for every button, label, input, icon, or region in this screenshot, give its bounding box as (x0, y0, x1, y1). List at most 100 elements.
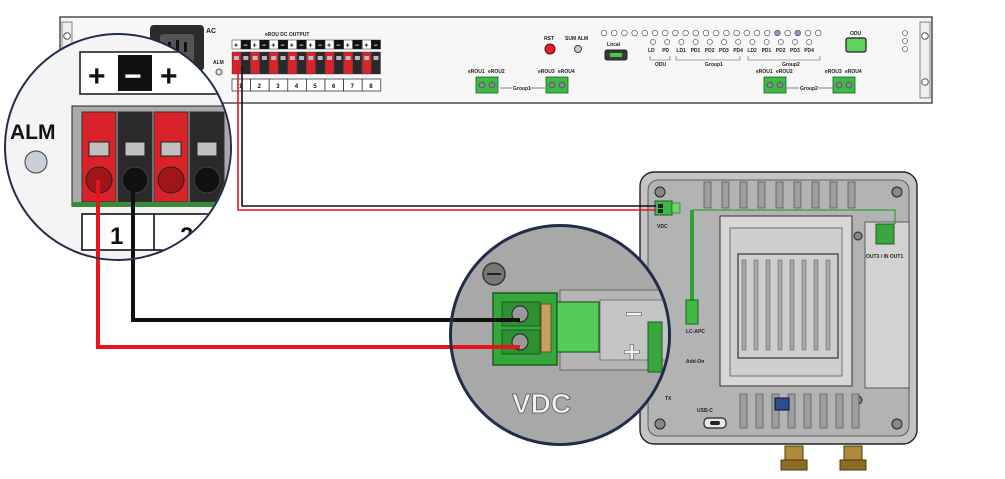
status-led (621, 29, 628, 37)
dc-output-terminal[interactable] (278, 51, 288, 75)
dc-output-terminal[interactable] (241, 51, 251, 75)
dc-output-terminal[interactable] (296, 51, 307, 75)
out-port[interactable] (875, 223, 895, 245)
zoom-polarity-plus-2: + (160, 60, 178, 93)
rst-button[interactable] (544, 43, 556, 55)
addon-label: Add-On (686, 359, 704, 365)
erou-label: eROU3 (538, 69, 555, 75)
led-label: PD2 (705, 48, 715, 54)
odu-led-label: ODU (655, 62, 667, 68)
erou-connector[interactable] (475, 76, 499, 94)
led-row (600, 29, 822, 37)
ac-label: AC (206, 28, 216, 35)
led-label: PD1 (762, 48, 772, 54)
svg-text:+: + (327, 43, 331, 50)
dc-output-port-number: 5 (313, 84, 317, 90)
dc-output-title: eROU DC OUTPUT (265, 32, 309, 38)
status-led (692, 29, 699, 37)
cooling-fins-bottom (739, 393, 860, 429)
dc-output-terminal[interactable] (250, 51, 260, 75)
erou-connector[interactable] (832, 76, 856, 94)
zoom-alm-label: ALM (10, 121, 56, 144)
led-label: PD1 (691, 48, 701, 54)
status-led (600, 29, 608, 37)
led-group-brackets (649, 56, 821, 61)
zoom-vdc-label: VDC (512, 388, 571, 419)
dc-output-port-number: 2 (258, 84, 262, 90)
group1-connector-label: Group1 (513, 86, 531, 92)
group2-connector-label: Group2 (800, 86, 818, 92)
dc-output-terminal[interactable] (259, 51, 270, 75)
zoom-vdc-connector[interactable] (492, 292, 600, 366)
odu-button[interactable] (845, 37, 867, 53)
cooling-fins-top (703, 181, 856, 209)
zoom-circle-vdc: − + VDC (449, 224, 671, 446)
dc-output-terminal[interactable] (343, 51, 353, 75)
svg-text:−: − (243, 43, 247, 50)
dc-output-terminal[interactable] (306, 51, 316, 75)
svg-text:−: − (318, 43, 322, 50)
svg-text:+: + (234, 43, 238, 50)
dc-output-port-number: 7 (351, 84, 355, 90)
local-label: Local (607, 42, 621, 48)
wire-black-rack (241, 66, 656, 207)
dc-output-port-number: 1 (239, 84, 243, 90)
dc-output-terminal[interactable] (371, 51, 381, 75)
svg-text:−: − (299, 43, 303, 50)
unit-vdc-connector[interactable] (654, 200, 673, 216)
dc-output-port-number: 6 (332, 84, 336, 90)
antenna-fittings (780, 445, 867, 471)
zoom-port-number-1: 1 (110, 223, 123, 250)
zoom-terminal-1-red (81, 111, 117, 203)
erou-label: eROU2 (776, 69, 793, 75)
erou-connector[interactable] (545, 76, 569, 94)
svg-text:+: + (364, 43, 368, 50)
led-label: LD1 (676, 48, 686, 54)
svg-text:+: + (346, 43, 350, 50)
led-label: PD4 (804, 48, 814, 54)
svg-text:−: − (355, 43, 359, 50)
heatsink (737, 253, 839, 359)
dc-output-terminal[interactable] (324, 51, 335, 75)
erou-label: eROU1 (468, 69, 485, 75)
sum-alm-led (574, 45, 582, 53)
dc-output-terminal[interactable] (334, 51, 344, 75)
svg-text:+: + (271, 43, 275, 50)
blue-port[interactable] (774, 397, 790, 411)
dc-output-port-number: 8 (369, 84, 373, 90)
erou-connector[interactable] (763, 76, 787, 94)
zoom-vdc-minus: − (625, 298, 643, 331)
led-label: PD2 (776, 48, 786, 54)
status-led (672, 29, 679, 37)
erou-label: eROU3 (825, 69, 842, 75)
dc-output-polarity-strip: +−+−+−+−+−+−+−+− (231, 39, 381, 50)
dc-output-terminal[interactable] (287, 51, 297, 75)
dc-output-terminal[interactable] (352, 51, 363, 75)
sum-alm-label: SUM ALM (565, 36, 588, 42)
status-led (743, 29, 750, 37)
rack-alm-led (215, 68, 223, 76)
led-label: LD2 (747, 48, 757, 54)
dc-output-terminal[interactable] (231, 51, 242, 75)
status-led (753, 29, 761, 37)
status-led (723, 29, 730, 37)
dc-output-terminal[interactable] (269, 51, 279, 75)
led-label: PD4 (733, 48, 743, 54)
status-led (713, 29, 720, 37)
group1-led-label: Group1 (705, 62, 723, 68)
dc-output-terminal[interactable] (362, 51, 372, 75)
zoom-terminal-2-red (153, 111, 189, 203)
status-led (682, 29, 689, 37)
status-led (631, 29, 638, 37)
svg-text:−: − (262, 43, 266, 50)
dc-output-terminal[interactable] (315, 51, 325, 75)
out-label: OUT3 / IN OUT1 (866, 254, 903, 260)
zoom-vdc-plus: + (623, 336, 641, 369)
status-led (611, 29, 618, 37)
erou-label: eROU2 (488, 69, 505, 75)
led-label: PD3 (719, 48, 729, 54)
led-label: LD (648, 48, 655, 54)
